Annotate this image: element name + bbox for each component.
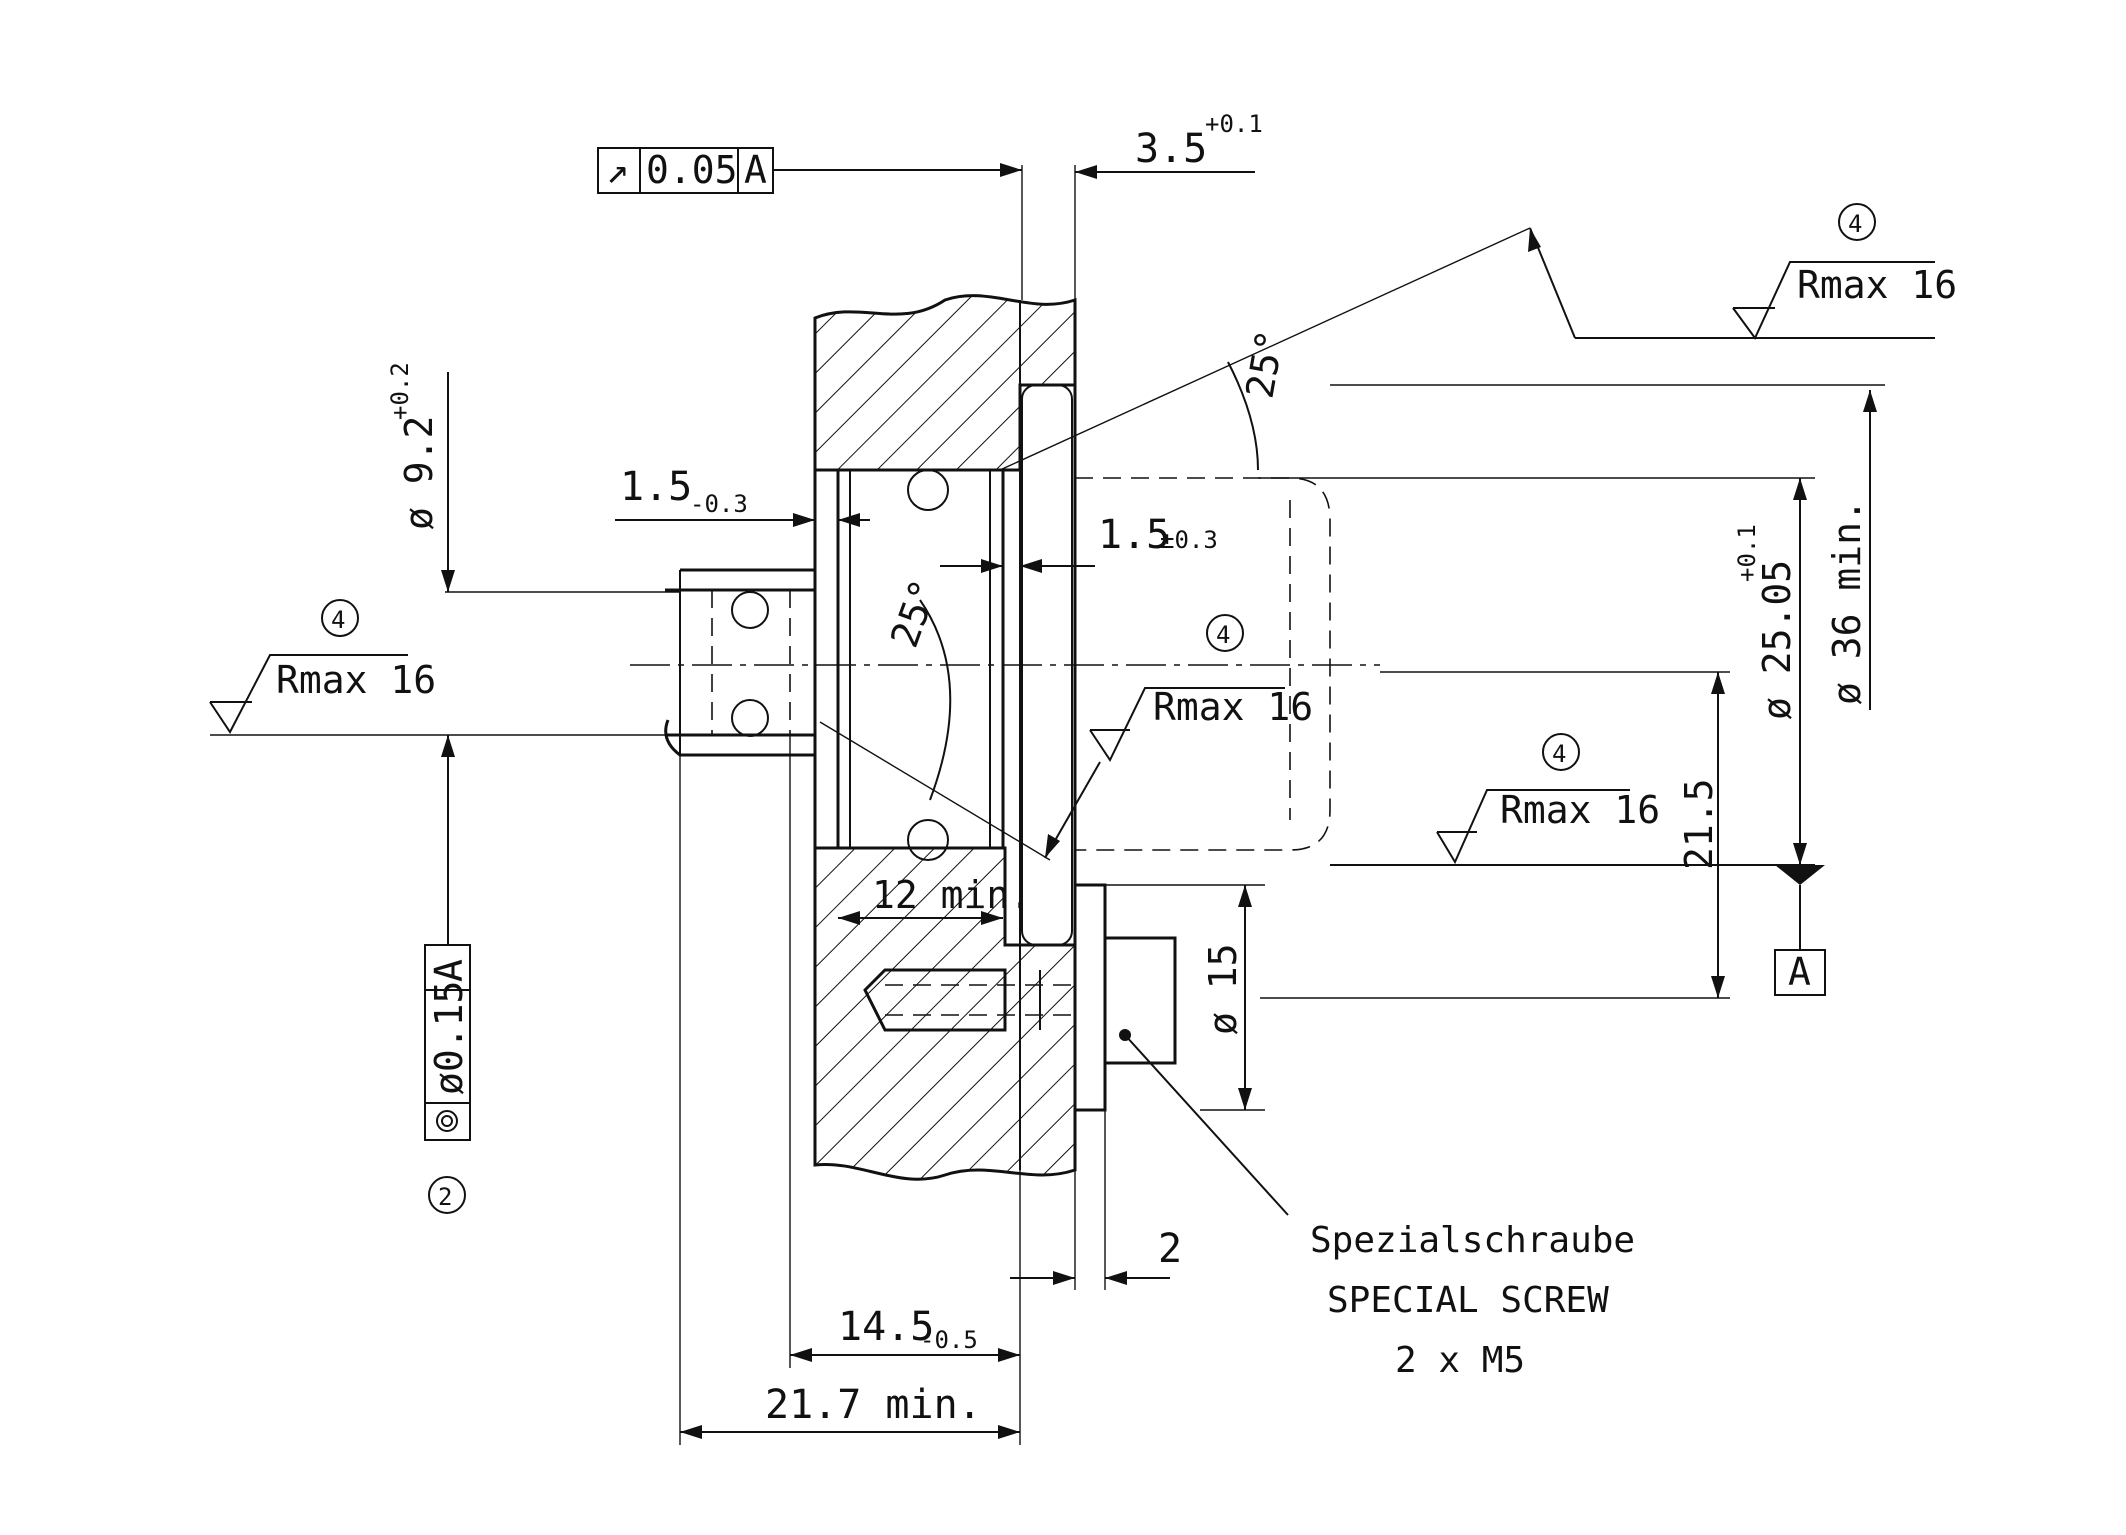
dim-21-5-label: 21.5: [1677, 778, 1721, 870]
runout-value: 0.05: [646, 148, 738, 192]
dim-12-min: 12 min.: [838, 873, 1032, 925]
dim-3-5-tol: +0.1: [1205, 110, 1263, 138]
shaft: [664, 568, 817, 757]
dim-phi-36-label: ø 36 min.: [1825, 499, 1869, 705]
dim-phi-9-2-label: ø 9.2: [397, 416, 441, 530]
note-4-top: 4: [1848, 210, 1862, 238]
dim-1-5-mid: 1.5 ±0.3: [940, 512, 1218, 573]
concentricity-value: ø0.15: [427, 981, 471, 1095]
dim-phi-36: ø 36 min.: [1330, 384, 1885, 710]
housing-section: [813, 294, 1077, 1181]
note-4-left: 4: [331, 606, 345, 634]
dim-21-5: 21.5: [1260, 671, 1730, 999]
dim-phi-9-2-tol: +0.2: [386, 362, 414, 420]
screw-note-de: Spezialschraube: [1310, 1220, 1635, 1261]
dim-21-7: 21.7 min.: [679, 755, 1020, 1445]
angle-25-top-label: 25°: [1238, 326, 1293, 401]
dim-phi-9-2: ø 9.2 +0.2: [210, 362, 680, 945]
surface-note-right: 4 Rmax 16: [1436, 733, 1660, 865]
concentricity-frame: ø0.15 A 2: [424, 944, 471, 1214]
rmax-top: Rmax 16: [1797, 263, 1957, 307]
dim-phi-25-05-tol: +0.1: [1733, 524, 1761, 582]
runout-datum: A: [744, 148, 767, 192]
dim-12-min-label: 12 min.: [872, 873, 1032, 917]
dim-1-5-left: 1.5 -0.3: [615, 464, 870, 527]
surface-note-center: 4 Rmax 16: [1044, 614, 1313, 859]
datum-a-label: A: [1788, 950, 1811, 994]
rmax-left: Rmax 16: [276, 658, 436, 702]
dim-3-5: 3.5 +0.1: [1021, 110, 1263, 300]
concentricity-datum: A: [427, 959, 471, 982]
rmax-right: Rmax 16: [1500, 788, 1660, 832]
surface-note-top: 4 Rmax 16: [999, 203, 1957, 471]
dim-14-5-label: 14.5: [838, 1304, 934, 1350]
rmax-center: Rmax 16: [1153, 685, 1313, 729]
note-4-center: 4: [1216, 621, 1230, 649]
dim-phi-25-05: ø 25.05 +0.1: [1258, 477, 1815, 865]
dim-phi-15: ø 15: [1105, 884, 1265, 1111]
dim-1-5-mid-label: 1.5: [1098, 512, 1170, 558]
dim-1-5-left-label: 1.5: [620, 464, 692, 510]
dim-2: 2: [1010, 1110, 1182, 1290]
dim-1-5-mid-tol: ±0.3: [1160, 526, 1218, 554]
dim-14-5-tol: -0.5: [920, 1326, 978, 1354]
dim-14-5: 14.5 -0.5: [789, 735, 1021, 1445]
angle-25-inner-label: 25°: [882, 574, 947, 654]
datum-a: A: [1330, 864, 1826, 996]
dim-3-5-label: 3.5: [1135, 126, 1207, 172]
dim-phi-15-label: ø 15: [1201, 943, 1245, 1035]
angle-25-top: 25°: [1227, 326, 1293, 471]
note-2: 2: [438, 1183, 452, 1211]
dim-1-5-left-tol: -0.3: [690, 490, 748, 518]
screw-note: Spezialschraube SPECIAL SCREW 2 x M5: [1310, 1220, 1635, 1381]
dim-2-label: 2: [1158, 1226, 1182, 1272]
runout-frame: ↗ 0.05 A: [597, 147, 1022, 194]
screw-note-qty: 2 x M5: [1395, 1340, 1525, 1381]
note-4-right: 4: [1552, 740, 1566, 768]
dim-21-7-label: 21.7 min.: [765, 1382, 982, 1428]
surface-note-left: 4 Rmax 16: [209, 599, 436, 734]
special-screw: [863, 883, 1289, 1216]
dim-phi-25-05-label: ø 25.05: [1755, 560, 1799, 720]
screw-note-en: SPECIAL SCREW: [1327, 1280, 1609, 1321]
runout-icon: ↗: [606, 148, 629, 192]
